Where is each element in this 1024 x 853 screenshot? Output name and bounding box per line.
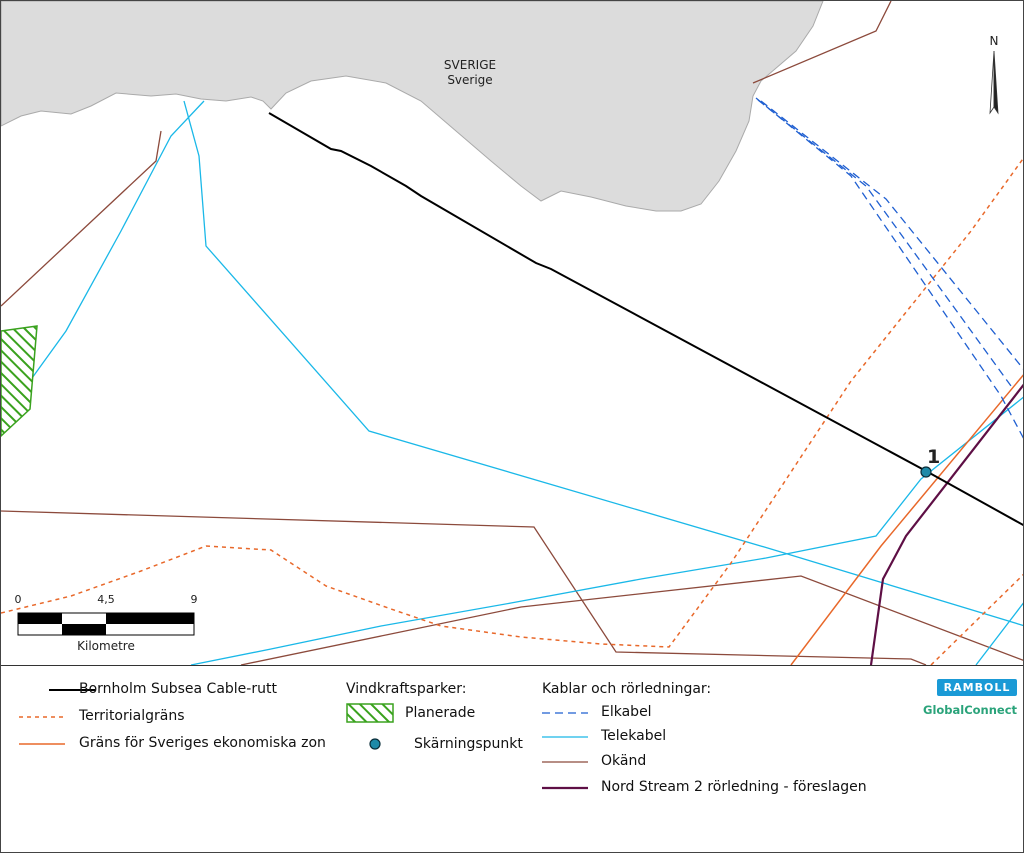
unknown-line-west bbox=[1, 130, 162, 307]
territorial-border-east bbox=[930, 573, 1023, 665]
legend-nordstream-label: Nord Stream 2 rörledning - föreslagen bbox=[601, 779, 867, 795]
unknown-line-symbol bbox=[542, 761, 588, 763]
legend-unknown-label: Okänd bbox=[601, 753, 647, 769]
globalconnect-logo: GlobalConnect bbox=[923, 703, 1018, 717]
nordstream-symbol bbox=[542, 786, 588, 790]
legend-crossing-label: Skärningspunkt bbox=[414, 736, 523, 752]
sweden-land bbox=[1, 1, 824, 212]
legend-eez-label: Gräns för Sveriges ekonomiska zon bbox=[79, 735, 326, 751]
power-cable-symbol bbox=[542, 712, 588, 714]
legend-route-label: Bornholm Subsea Cable-rutt bbox=[79, 681, 277, 697]
territorial-border-south bbox=[1, 157, 1023, 648]
scale-tick-0: 0 bbox=[15, 593, 22, 606]
eez-line-symbol bbox=[19, 743, 65, 745]
telecom-cable-central bbox=[183, 100, 1023, 627]
telecom-cable-south bbox=[190, 396, 1023, 665]
legend-territorial-label: Territorialgräns bbox=[79, 708, 185, 724]
power-cable-2 bbox=[757, 99, 1012, 387]
nordstream-pipeline bbox=[869, 383, 1023, 665]
wind-park-symbol bbox=[346, 703, 394, 723]
legend-planned-label: Planerade bbox=[405, 705, 476, 721]
north-label: N bbox=[990, 34, 999, 48]
legend-power-cable-label: Elkabel bbox=[601, 704, 652, 720]
unknown-line-south-2 bbox=[240, 575, 1023, 665]
route-line-symbol bbox=[49, 689, 95, 691]
telecom-cable-symbol bbox=[542, 736, 588, 738]
power-cable-3 bbox=[760, 100, 1023, 370]
land-label-upper: SVERIGE bbox=[444, 58, 496, 72]
unknown-line-north bbox=[752, 1, 892, 84]
ramboll-logo: RAMBOLL bbox=[937, 679, 1017, 696]
legend-wind-header: Vindkraftsparker: bbox=[346, 681, 467, 697]
scale-tick-2: 9 bbox=[191, 593, 198, 606]
scale-unit: Kilometre bbox=[77, 639, 135, 653]
territorial-line-symbol bbox=[19, 716, 65, 718]
legend-telecom-cable-label: Telekabel bbox=[601, 728, 667, 744]
power-cable-1 bbox=[755, 97, 1023, 439]
unknown-line-south-1 bbox=[1, 510, 927, 665]
map-canvas[interactable]: 1 SVERIGE Sverige N 0 4,5 9 Kilometre bbox=[1, 1, 1023, 665]
scale-bar: 0 4,5 9 Kilometre bbox=[15, 593, 198, 653]
telecom-cable-east bbox=[975, 602, 1023, 665]
scale-tick-1: 4,5 bbox=[97, 593, 115, 606]
eez-border bbox=[790, 374, 1023, 665]
bornholm-cable-route bbox=[268, 112, 1023, 527]
telecom-cable-west bbox=[1, 100, 205, 422]
crossing-point-marker[interactable] bbox=[920, 466, 932, 478]
legend-cables-header: Kablar och rörledningar: bbox=[542, 681, 712, 697]
legend: Bornholm Subsea Cable-rutt Territorialgr… bbox=[1, 665, 1023, 852]
crossing-point-label: 1 bbox=[927, 446, 940, 468]
crossing-point-symbol bbox=[369, 738, 381, 750]
north-arrow-icon: N bbox=[989, 34, 999, 115]
wind-park-planned[interactable] bbox=[1, 325, 38, 438]
land-label-lower: Sverige bbox=[447, 73, 492, 87]
